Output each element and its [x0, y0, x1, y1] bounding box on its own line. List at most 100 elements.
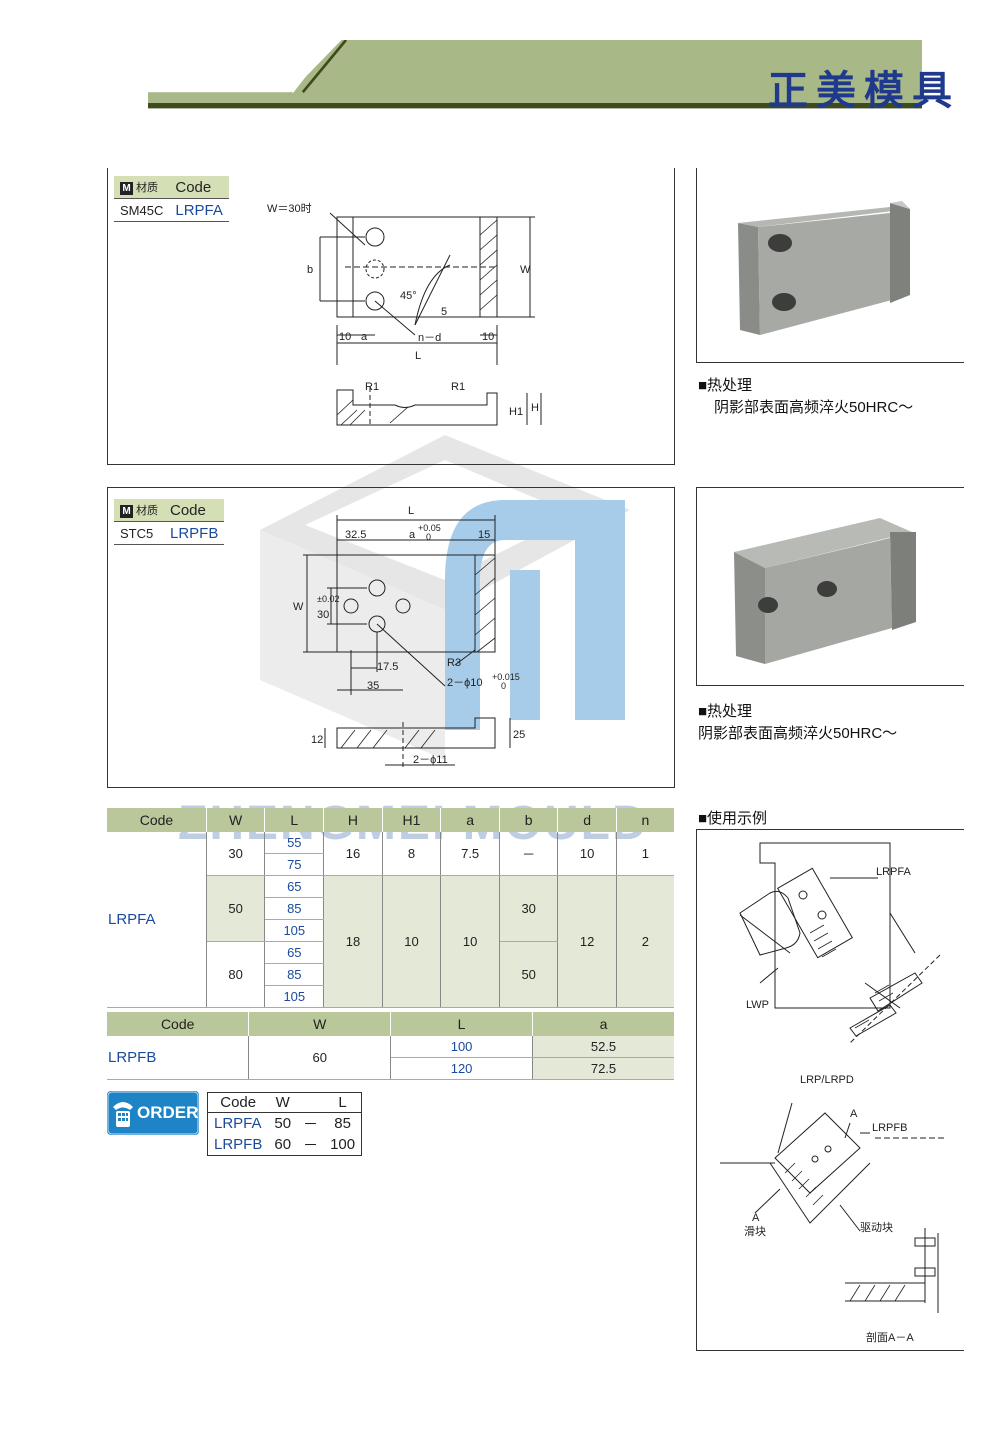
material-icon: M: [120, 182, 133, 195]
table-row: 120 72.5: [107, 1057, 674, 1080]
table-row: 105: [107, 919, 674, 942]
brand-title: 正美模具: [768, 67, 960, 114]
dim-l: L: [408, 505, 414, 517]
col-h: H: [323, 808, 383, 832]
r1-left: R1: [365, 381, 379, 393]
r1-right: R1: [451, 381, 465, 393]
col-code: Code: [107, 1012, 250, 1036]
lrpfa-drawing: W＝30时 b W 45° 5 10 a n－d 10 L R1 R1 H1 H: [267, 202, 542, 427]
col-d: d: [557, 808, 617, 832]
col-l: L: [264, 808, 325, 832]
label-a-mark: A: [850, 1108, 858, 1120]
dim-17-5: 17.5: [377, 661, 398, 673]
table-row: 50 65 18 10 10 30 12 2: [107, 875, 674, 1008]
dim-b: b: [307, 264, 313, 276]
col-w: W: [248, 1012, 392, 1036]
code-cell: LRPFA: [107, 832, 207, 1008]
usage-frame: [696, 829, 964, 1351]
table-row: LRPFB 60 － 100: [214, 1136, 356, 1154]
lrpfb-photo: [734, 518, 916, 664]
lrpfb-spec-frame: [107, 487, 675, 788]
table-row: 85: [107, 963, 674, 986]
dim-angle: 45°: [400, 290, 417, 302]
tol-30: ±0.02: [317, 594, 339, 604]
label-slide: 滑块: [744, 1225, 766, 1238]
material-value: STC5: [114, 521, 164, 545]
label-lrpfa: LRPFA: [876, 866, 912, 878]
lrpfb-photo-frame: [696, 487, 964, 686]
dim-hole: n－d: [418, 332, 441, 344]
lrpfa-photo-frame: [696, 168, 964, 363]
table-row: 85: [107, 897, 674, 920]
lrpfb-table: Code W L a LRPFB 60 100 52.5 120 72.5: [107, 1012, 674, 1080]
label-lwp: LWP: [746, 999, 769, 1011]
dim-35: 35: [367, 680, 379, 692]
dim-h: H: [531, 402, 539, 414]
w-note: W＝30时: [267, 202, 312, 215]
table-row: LRPFA 50 － 85: [214, 1115, 351, 1133]
lrpfa-heat-title: ■热处理: [698, 377, 753, 394]
dim-30: 30: [317, 609, 329, 621]
col-l: L: [390, 1012, 534, 1036]
lrpfa-photo: [738, 201, 910, 335]
tol-a-lower: 0: [426, 532, 431, 542]
code-value: LRPFA: [169, 198, 229, 222]
code-value: LRPFB: [164, 521, 225, 545]
code-header: Code: [164, 499, 225, 522]
usage-diagram: LRPFA LWP LRP/LRPD A LRPFB A 滑块 驱动块 剖面A－…: [720, 842, 945, 1344]
dim-w: W: [293, 601, 304, 613]
lrpfb-heat-desc: 阴影部表面高频淬火50HRC～: [698, 725, 898, 742]
material-value: SM45C: [114, 198, 170, 222]
col-b: b: [499, 808, 559, 832]
dim-a: a: [361, 331, 368, 343]
label-a-slide: A: [752, 1212, 760, 1224]
table-row: LRPFB 60 100 52.5: [107, 1036, 674, 1080]
lrpfa-spec-frame: [107, 168, 675, 465]
table-row: 80 65 50: [107, 941, 674, 1008]
dim-l: L: [415, 350, 421, 362]
tol-hole-upper: +0.015: [492, 672, 520, 682]
tol-hole-lower: 0: [501, 681, 506, 691]
dim-h1: H1: [509, 406, 523, 418]
order-label: ORDER: [137, 1103, 199, 1122]
lrpfb-heat-title: ■热处理: [698, 703, 753, 720]
r3: R3: [447, 657, 461, 669]
dim-hole: 2－ϕ10: [447, 677, 483, 689]
dim-5: 5: [441, 306, 447, 318]
col-code: Code: [107, 808, 207, 832]
col-a: a: [440, 808, 500, 832]
label-drive: 驱动块: [860, 1221, 893, 1234]
label-lrp-lrpd: LRP/LRPD: [800, 1074, 854, 1086]
dim-w: W: [520, 264, 531, 276]
lrpfb-drawing: L 32.5 a +0.05 0 15 W 30 ±0.02 17.5 35 R…: [293, 505, 525, 768]
material-icon: M: [120, 505, 133, 518]
phone-icon: [107, 1091, 199, 1135]
order-badge: ORDER: [107, 1091, 199, 1135]
code-header: Code: [169, 176, 229, 199]
lrpfa-table: Code W L H H1 a b d n LRPFA 30 55 16 8 7…: [107, 808, 674, 1008]
dim-25: 25: [513, 729, 525, 741]
dim-12: 12: [311, 734, 323, 746]
col-a: a: [532, 1012, 674, 1036]
col-n: n: [616, 808, 674, 832]
dim-10-right: 10: [482, 331, 494, 343]
tol-a-upper: +0.05: [418, 523, 441, 533]
dim-a: a: [409, 529, 416, 541]
header-band: [148, 40, 922, 109]
label-lrpfb: LRPFB: [872, 1122, 907, 1134]
table-row: 75: [107, 853, 674, 876]
dim-32-5: 32.5: [345, 529, 366, 541]
dim-hole2: 2－ϕ11: [413, 754, 448, 766]
col-w: W: [206, 808, 266, 832]
usage-title: ■使用示例: [698, 810, 768, 827]
dim-10-left: 10: [339, 331, 351, 343]
dim-15: 15: [478, 529, 490, 541]
col-h1: H1: [382, 808, 442, 832]
label-section: 剖面A－A: [866, 1330, 914, 1344]
table-row: 105: [107, 985, 674, 1008]
order-table: Code W L LRPFA 50 － 85 LRPFB 60 － 100: [207, 1092, 363, 1156]
table-row: LRPFA 30 55 16 8 7.5 － 10 1: [107, 832, 674, 1008]
lrpfa-heat-desc: 阴影部表面高频淬火50HRC～: [714, 399, 914, 416]
